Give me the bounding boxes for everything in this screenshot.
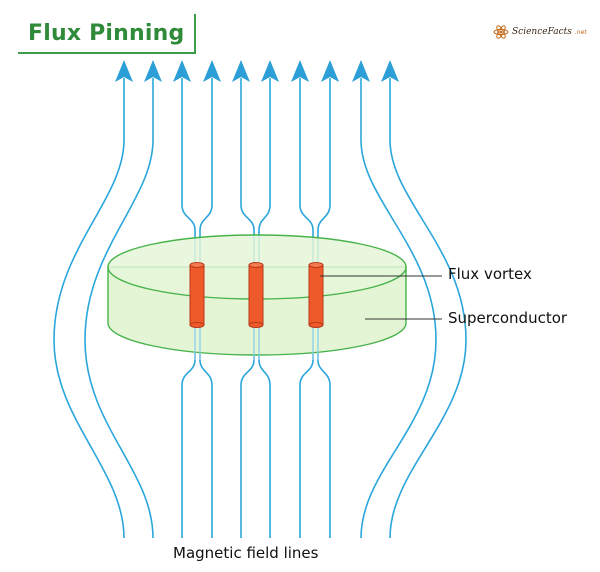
logo-text: ScienceFacts (512, 27, 572, 37)
field-line-pinned-1b-top (199, 78, 213, 280)
field-line-pinned-2a-top (240, 78, 255, 280)
logo-suffix: .net (574, 28, 587, 36)
field-line-pinned-3a-top (299, 78, 314, 280)
field-line-pinned-1b (199, 300, 213, 538)
title-box: Flux Pinning (18, 14, 197, 54)
flux-vortex-2 (248, 262, 264, 328)
atom-icon (493, 25, 509, 39)
arrowhead (173, 60, 191, 82)
flux-vortex-label: Flux vortex (448, 265, 532, 283)
arrowhead (203, 60, 221, 82)
flux-vortex-3 (308, 262, 324, 328)
field-line-outer-right (389, 78, 467, 539)
flux-vortex-1 (189, 262, 205, 328)
sciencefacts-logo: ScienceFacts.net (493, 24, 587, 40)
field-line-pinned-2b (258, 300, 271, 538)
arrowhead (115, 60, 133, 82)
field-line-left-2 (84, 78, 154, 539)
field-line-pinned-3a (299, 300, 314, 538)
superconductor-label: Superconductor (448, 309, 568, 327)
field-line-outer-left (53, 78, 125, 539)
arrowheads-group (115, 60, 399, 82)
field-line-pinned-2a (240, 300, 255, 538)
field-line-pinned-3b (317, 300, 331, 538)
field-lines-group (53, 78, 467, 539)
arrowhead (291, 60, 309, 82)
flux-vortices (189, 262, 324, 328)
arrowhead (352, 60, 370, 82)
field-line-pinned-2b-top (258, 78, 271, 280)
arrowhead (144, 60, 162, 82)
field-line-pinned-3b-top (317, 78, 331, 280)
arrowhead (321, 60, 339, 82)
leader-lines (320, 275, 442, 320)
arrowhead (261, 60, 279, 82)
field-line-pinned-1a (181, 300, 196, 538)
field-line-right-2 (360, 78, 437, 539)
arrowhead (381, 60, 399, 82)
arrowhead (232, 60, 250, 82)
field-line-pinned-1a-top (181, 78, 196, 280)
field-lines-caption: Magnetic field lines (173, 544, 319, 562)
diagram-title: Flux Pinning (28, 20, 185, 46)
